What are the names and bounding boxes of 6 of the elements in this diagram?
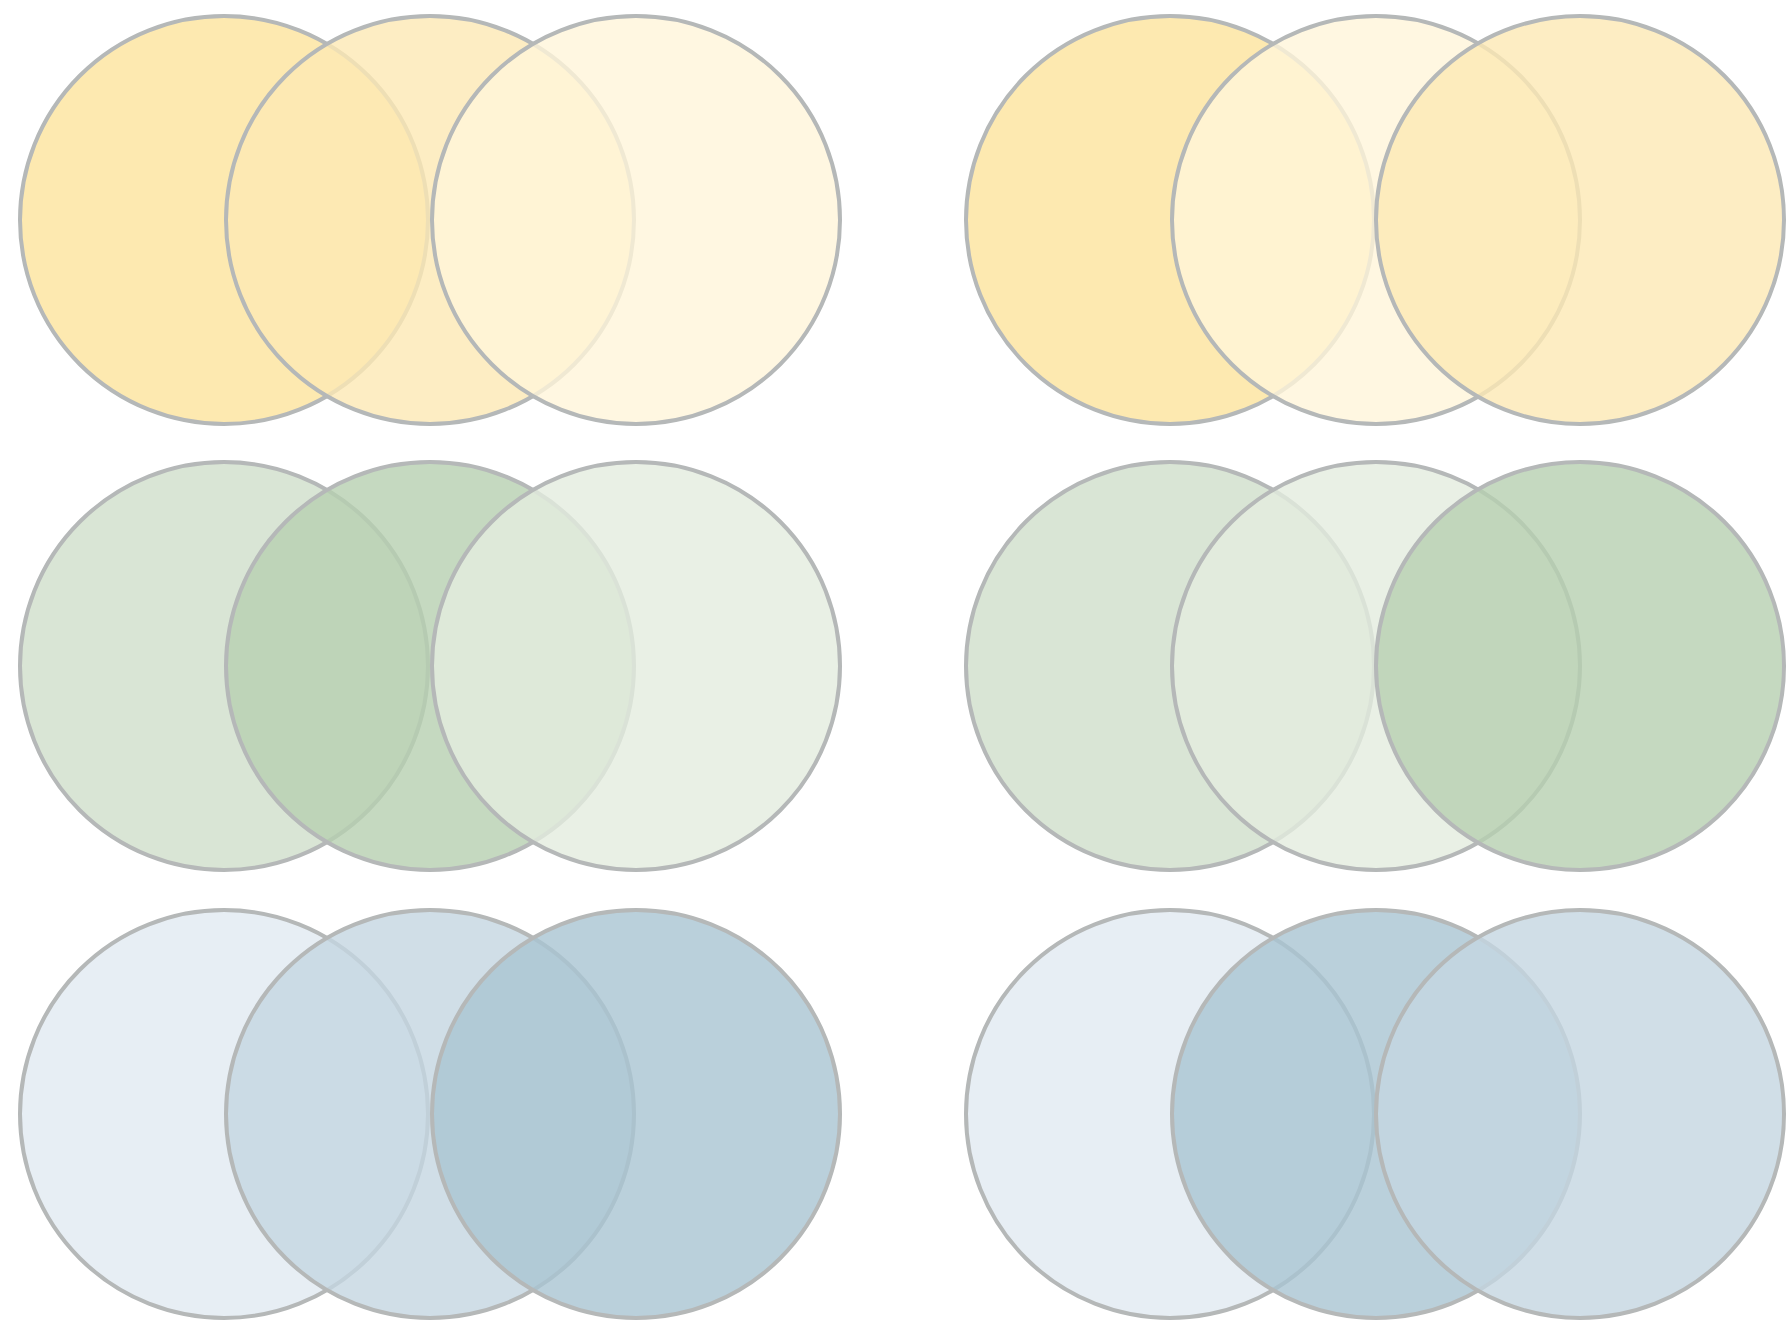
venn-circle xyxy=(430,460,842,872)
venn-circle xyxy=(430,908,842,1320)
venn-circle xyxy=(430,14,842,426)
venn-circle xyxy=(1374,14,1786,426)
venn-circle xyxy=(1374,460,1786,872)
venn-circle xyxy=(1374,908,1786,1320)
